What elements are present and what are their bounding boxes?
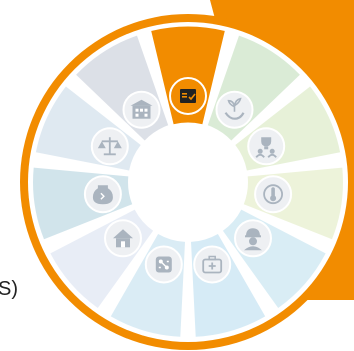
- network-nodes-icon-glyph: [155, 256, 172, 273]
- trophy-team-icon[interactable]: [247, 127, 286, 166]
- vase-icon[interactable]: [83, 175, 122, 214]
- thermometer-globe-icon-glyph: [263, 184, 284, 205]
- thermometer-globe-icon[interactable]: [254, 175, 293, 214]
- trophy-team-icon-glyph: [255, 137, 277, 158]
- hand-sprout-icon-glyph: [224, 97, 245, 120]
- network-nodes-icon[interactable]: [144, 245, 183, 284]
- balance-scale-icon[interactable]: [90, 127, 129, 166]
- house-icon-glyph: [113, 229, 133, 248]
- partial-label: S): [0, 278, 18, 300]
- worker-icon[interactable]: [234, 219, 272, 258]
- building-icon[interactable]: [122, 90, 161, 129]
- calendar-checklist-icon-glyph: [180, 89, 196, 103]
- vase-icon-glyph: [92, 185, 113, 205]
- worker-icon-glyph: [244, 228, 262, 251]
- balance-scale-icon-glyph: [97, 137, 122, 156]
- first-aid-kit-icon-glyph: [202, 255, 223, 274]
- first-aid-kit-icon[interactable]: [193, 245, 232, 284]
- calendar-checklist-icon[interactable]: [169, 77, 207, 115]
- hand-sprout-icon[interactable]: [215, 90, 254, 129]
- house-icon[interactable]: [104, 219, 142, 258]
- building-icon-glyph: [130, 99, 153, 119]
